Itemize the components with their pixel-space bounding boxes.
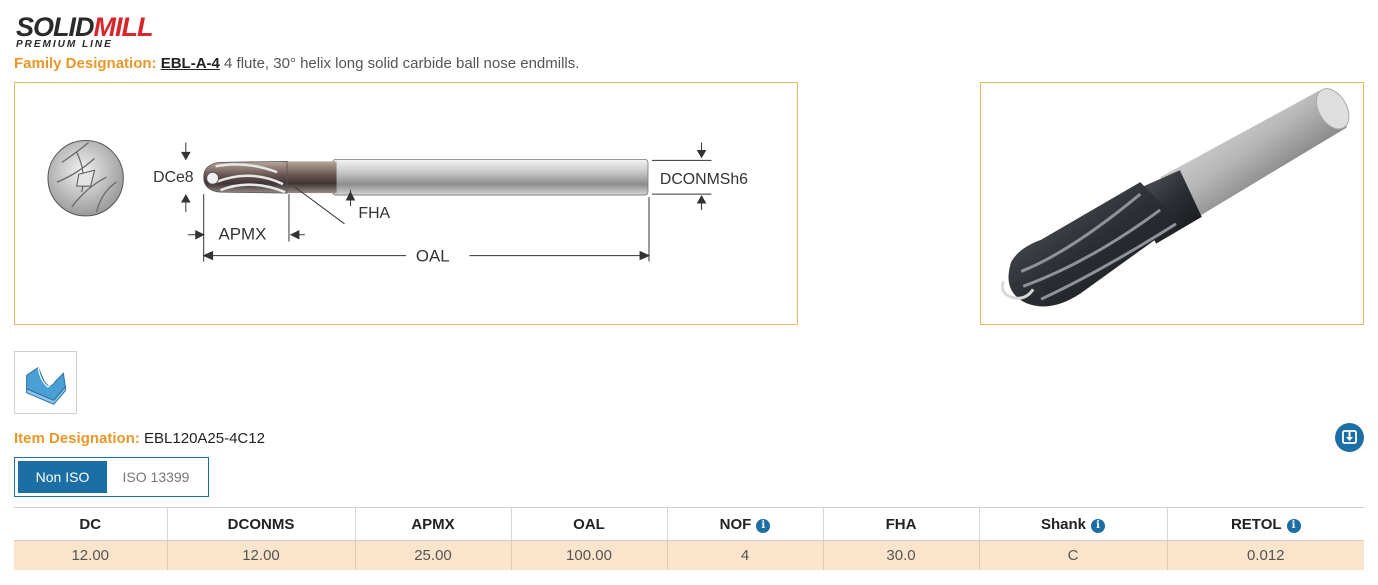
oal-label: OAL (416, 247, 450, 266)
table-row[interactable]: 12.00 12.00 25.00 100.00 4 30.0 C 0.012 (14, 540, 1364, 570)
info-icon[interactable]: i (1286, 518, 1301, 533)
product-photo-panel (980, 82, 1364, 325)
item-value: EBL120A25-4C12 (144, 430, 265, 447)
family-code-link[interactable]: EBL-A-4 (160, 55, 220, 72)
item-label: Item Designation: (14, 430, 140, 447)
end-view-icon (47, 140, 124, 217)
cell-dc: 12.00 (14, 540, 168, 570)
endmill-photo-icon (1000, 88, 1350, 307)
dconms-label: DCONMSh6 (660, 171, 748, 188)
cell-nof: 4 (667, 540, 824, 570)
cell-shank: C (979, 540, 1168, 570)
family-designation: Family Designation: EBL-A-4 4 flute, 30°… (14, 55, 579, 72)
dc-label: DCe8 (153, 169, 194, 186)
download-icon (1342, 430, 1357, 444)
slot-machining-icon (26, 366, 66, 405)
cell-apmx: 25.00 (355, 540, 512, 570)
download-button[interactable] (1335, 423, 1364, 452)
family-description: 4 flute, 30° helix long solid carbide ba… (224, 55, 580, 72)
cell-fha: 30.0 (823, 540, 980, 570)
apmx-label: APMX (219, 225, 267, 244)
brand-logo: SOLIDMILL PREMIUM LINE (16, 14, 216, 54)
tool-side-view-icon (203, 158, 649, 196)
standard-toggle: Non ISO ISO 13399 (14, 457, 209, 497)
technical-drawing: DCe8 DCONMSh6 FHA APMX OAL (47, 140, 748, 266)
cell-retol: 0.012 (1167, 540, 1364, 570)
header-apmx: APMX (355, 507, 512, 541)
header-dc: DC (14, 507, 168, 541)
brand-subline: PREMIUM LINE (16, 39, 113, 50)
header-dconms: DCONMS (167, 507, 356, 541)
toggle-non-iso[interactable]: Non ISO (18, 461, 107, 493)
dimension-lines (181, 142, 712, 262)
application-thumbnail[interactable] (14, 351, 77, 414)
item-designation: Item Designation: EBL120A25-4C12 (14, 430, 265, 447)
cell-oal: 100.00 (511, 540, 668, 570)
header-oal: OAL (511, 507, 668, 541)
cell-dconms: 12.00 (167, 540, 356, 570)
family-label: Family Designation: (14, 55, 157, 72)
technical-drawing-panel: DCe8 DCONMSh6 FHA APMX OAL (14, 82, 798, 325)
info-icon[interactable]: i (756, 518, 771, 533)
info-icon[interactable]: i (1091, 518, 1105, 533)
fha-label: FHA (358, 205, 390, 222)
header-fha: FHA (823, 507, 980, 541)
toggle-iso-13399[interactable]: ISO 13399 (122, 469, 190, 485)
brand-wordmark: SOLIDMILL (16, 12, 153, 42)
